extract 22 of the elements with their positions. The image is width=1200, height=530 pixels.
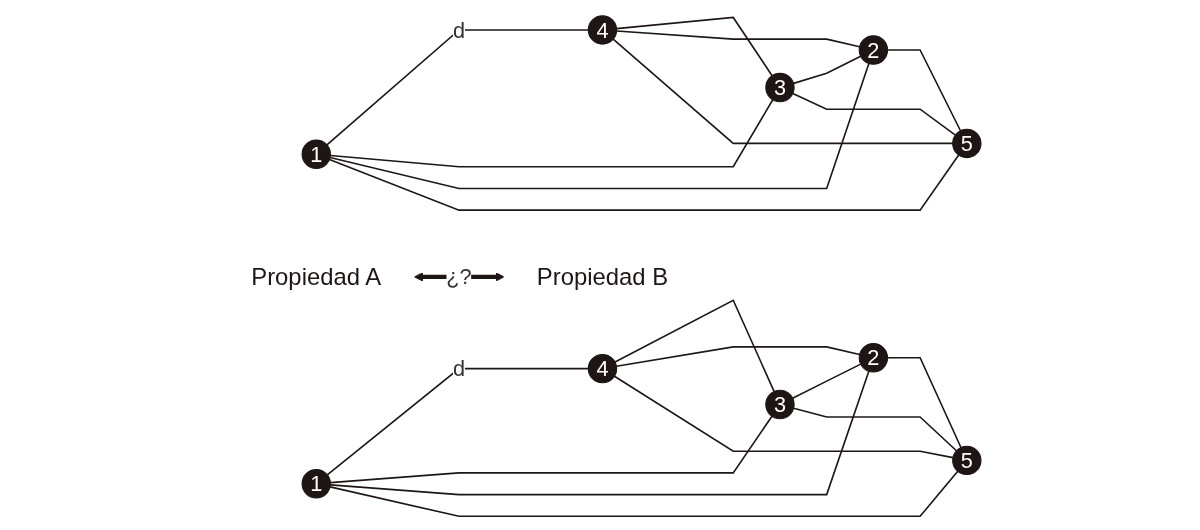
node-circle: 3 — [765, 389, 795, 420]
connector — [791, 363, 862, 399]
connector — [613, 375, 954, 459]
node-text: Propiedad A — [251, 263, 382, 291]
node-circle: 4 — [587, 15, 618, 45]
node-text: Propiedad B — [536, 263, 669, 291]
connector — [329, 470, 959, 518]
edge-label: d — [453, 18, 466, 42]
edge-label: d — [453, 356, 466, 381]
connector — [793, 407, 958, 452]
node-circle: 4 — [587, 353, 618, 384]
node-circle: 2 — [858, 343, 889, 373]
connector — [614, 299, 776, 393]
connector — [328, 154, 960, 211]
node-circle: 5 — [952, 445, 982, 476]
node-circle: 1 — [301, 469, 332, 499]
node-circle: 3 — [765, 72, 795, 103]
node-circle: 5 — [952, 128, 982, 159]
connector — [792, 92, 957, 136]
node-circle: 2 — [858, 35, 889, 65]
edge-label: ¿? — [446, 264, 472, 289]
node-circle: 1 — [301, 139, 332, 169]
